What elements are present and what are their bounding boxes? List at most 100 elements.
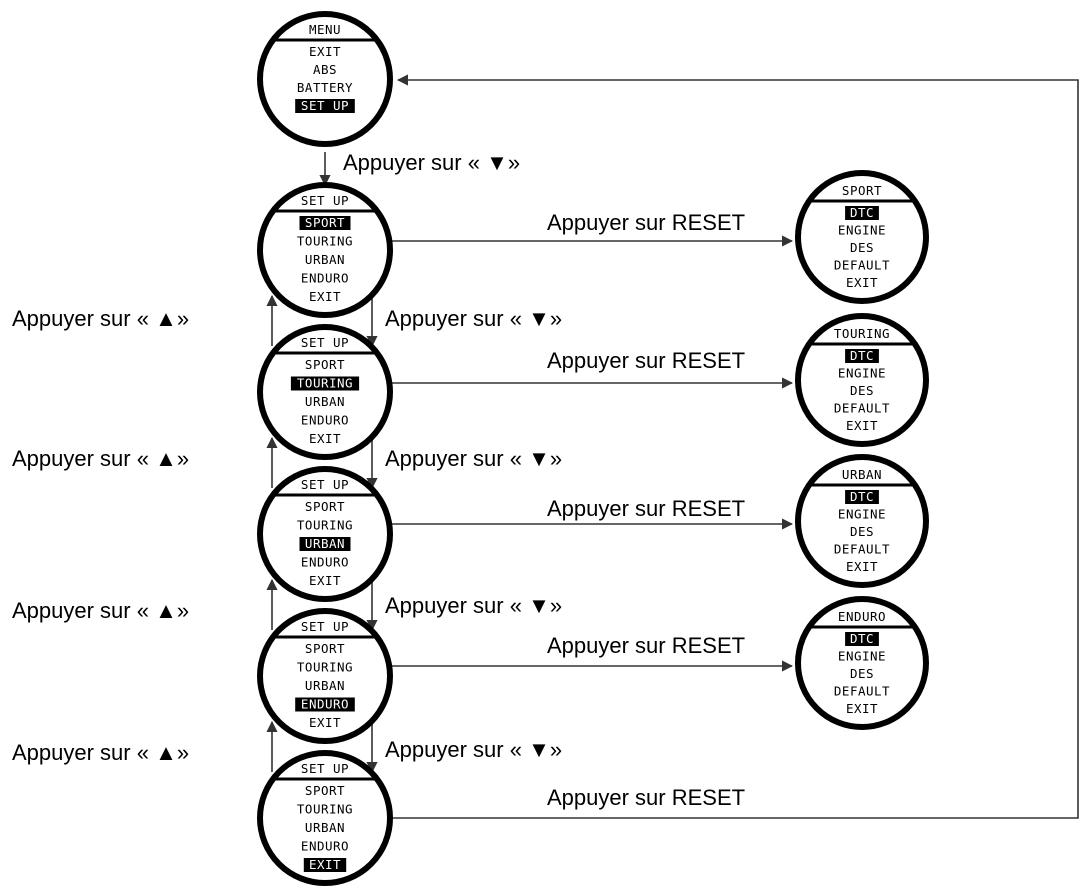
label-press-down-2: Appuyer sur « ▼» (385, 446, 562, 471)
lcd-screen-setup-sport-selected-selection-highlight (299, 216, 351, 230)
lcd-screen-setup-touring-selected-item-urban: URBAN (305, 394, 345, 409)
lcd-screen-setup-enduro-selected-bezel (257, 608, 393, 744)
lcd-screen-menu-selection-highlight (295, 99, 355, 113)
lcd-screen-setup-exit-selected-selection-highlight (303, 858, 347, 872)
lcd-screen-setup-enduro-selected-item-enduro: ENDURO (301, 697, 349, 712)
lcd-screen-setup-touring-selected-item-sport: SPORT (305, 357, 345, 372)
lcd-screen-mode-touring-item-des: DES (850, 383, 874, 398)
label-press-up-2: Appuyer sur « ▲» (12, 446, 189, 471)
flow-labels: Appuyer sur « ▼» Appuyer sur « ▼» Appuye… (12, 150, 745, 810)
lcd-screen-mode-urban-item-exit: EXIT (846, 559, 878, 574)
lcd-screen-mode-touring-item-exit: EXIT (846, 418, 878, 433)
label-press-up-1: Appuyer sur « ▲» (12, 306, 189, 331)
mode-screen-stack: SPORTDTCENGINEDESDEFAULTEXITTOURINGDTCEN… (795, 170, 929, 730)
label-press-reset-enduro: Appuyer sur RESET (547, 633, 745, 658)
lcd-screen-setup-urban-selected-item-enduro: ENDURO (301, 555, 349, 570)
lcd-screen-setup-touring-selected: SET UP SPORT TOURING URBAN ENDURO EXIT (257, 324, 393, 460)
lcd-screen-mode-urban-item-dtc: DTC (850, 489, 874, 504)
lcd-screen-mode-enduro-item-des: DES (850, 666, 874, 681)
lcd-screen-setup-urban-selected-selection-highlight (299, 537, 351, 551)
lcd-screen-mode-sport-item-des: DES (850, 240, 874, 255)
lcd-screen-setup-exit-selected-title: SET UP (301, 761, 349, 776)
lcd-screen-setup-urban-selected-item-touring: TOURING (297, 518, 353, 533)
label-press-reset-urban: Appuyer sur RESET (547, 496, 745, 521)
lcd-screen-mode-urban-item-default: DEFAULT (834, 542, 890, 557)
lcd-screen-mode-urban-item-engine: ENGINE (838, 507, 886, 522)
lcd-screen-mode-enduro-title: ENDURO (838, 609, 886, 624)
lcd-screen-setup-enduro-selected-selection-highlight (295, 697, 355, 712)
lcd-screen-mode-enduro-item-exit: EXIT (846, 701, 878, 716)
lcd-screen-setup-exit-selected-item-touring: TOURING (297, 802, 353, 817)
lcd-screen-mode-sport-bezel (795, 170, 929, 304)
lcd-screen-mode-enduro-item-engine: ENGINE (838, 649, 886, 664)
lcd-screen-setup-urban-selected-item-exit: EXIT (309, 573, 341, 588)
lcd-screen-mode-enduro-item-default: DEFAULT (834, 684, 890, 699)
connector-exit-return-to-menu (392, 74, 1079, 819)
lcd-screen-mode-enduro-item-dtc: DTC (850, 631, 874, 646)
lcd-screen-menu: MENU EXIT ABS BATTERY SET UP (257, 11, 393, 147)
lcd-screen-setup-urban-selected-bezel (257, 466, 393, 602)
lcd-screen-setup-touring-selected-bezel (257, 324, 393, 460)
lcd-screen-setup-touring-selected-item-exit: EXIT (309, 431, 341, 446)
lcd-screen-mode-sport-title: SPORT (842, 183, 882, 198)
lcd-screen-setup-touring-selected-selection-highlight (290, 376, 360, 391)
lcd-screen-setup-sport-selected-title: SET UP (301, 193, 349, 208)
lcd-screen-setup-urban-selected-item-urban: URBAN (305, 536, 345, 551)
lcd-screen-setup-sport-selected: SET UP SPORT TOURING URBAN ENDURO EXIT (257, 182, 393, 318)
label-press-down-4: Appuyer sur « ▼» (385, 737, 562, 762)
lcd-screen-mode-sport-item-exit: EXIT (846, 275, 878, 290)
lcd-screen-setup-sport-selected-item-exit: EXIT (309, 289, 341, 304)
lcd-screen-setup-enduro-selected-item-urban: URBAN (305, 678, 345, 693)
lcd-screen-setup-sport-selected-item-urban: URBAN (305, 252, 345, 267)
lcd-screen-mode-urban-selection-highlight (845, 490, 879, 504)
label-press-up-3: Appuyer sur « ▲» (12, 598, 189, 623)
lcd-screen-setup-urban-selected-item-sport: SPORT (305, 499, 345, 514)
lcd-screen-setup-urban-selected: SET UP SPORT TOURING URBAN ENDURO EXIT (257, 466, 393, 602)
lcd-screen-mode-enduro: ENDURO DTC ENGINE DES DEFAULT EXIT (795, 596, 929, 730)
lcd-screen-menu-title: MENU (309, 22, 341, 37)
label-press-up-4: Appuyer sur « ▲» (12, 740, 189, 765)
lcd-screen-mode-enduro-bezel (795, 596, 929, 730)
label-press-reset-exit: Appuyer sur RESET (547, 785, 745, 810)
lcd-screen-setup-enduro-selected-item-touring: TOURING (297, 660, 353, 675)
lcd-screen-mode-touring-bezel (795, 313, 929, 447)
lcd-screen-setup-enduro-selected-item-exit: EXIT (309, 715, 341, 730)
lcd-screen-setup-sport-selected-item-enduro: ENDURO (301, 271, 349, 286)
label-press-down-menu: Appuyer sur « ▼» (343, 150, 520, 175)
lcd-screen-setup-sport-selected-item-touring: TOURING (297, 234, 353, 249)
lcd-screen-setup-touring-selected-item-enduro: ENDURO (301, 413, 349, 428)
lcd-screen-setup-exit-selected-bezel (257, 750, 393, 886)
lcd-screen-mode-touring-item-engine: ENGINE (838, 366, 886, 381)
lcd-screen-menu-item-exit: EXIT (309, 44, 341, 59)
lcd-screen-menu-item-set-up: SET UP (301, 98, 349, 113)
lcd-screen-mode-sport-selection-highlight (845, 206, 879, 220)
lcd-screen-mode-touring-title: TOURING (834, 326, 890, 341)
lcd-screen-setup-exit-selected-item-exit: EXIT (309, 857, 341, 872)
lcd-screen-menu-item-abs: ABS (313, 62, 337, 77)
lcd-screen-setup-touring-selected-title: SET UP (301, 335, 349, 350)
lcd-screen-mode-sport-item-engine: ENGINE (838, 223, 886, 238)
lcd-screen-mode-sport-item-dtc: DTC (850, 205, 874, 220)
lcd-screen-setup-sport-selected-bezel (257, 182, 393, 318)
lcd-screen-mode-urban-title: URBAN (842, 467, 882, 482)
label-press-reset-touring: Appuyer sur RESET (547, 348, 745, 373)
lcd-screen-mode-urban-item-des: DES (850, 524, 874, 539)
label-press-reset-sport: Appuyer sur RESET (547, 210, 745, 235)
lcd-screen-mode-urban: URBAN DTC ENGINE DES DEFAULT EXIT (795, 454, 929, 588)
setup-screen-stack: SET UP SPORT TOURING URBAN ENDURO EXIT SET UP S… (257, 182, 393, 886)
lcd-screen-setup-touring-selected-item-touring: TOURING (297, 376, 353, 391)
lcd-screen-mode-touring-item-dtc: DTC (850, 348, 874, 363)
lcd-screen-setup-enduro-selected-title: SET UP (301, 619, 349, 634)
lcd-screen-setup-urban-selected-title: SET UP (301, 477, 349, 492)
connectors (266, 74, 1079, 819)
label-press-down-3: Appuyer sur « ▼» (385, 593, 562, 618)
lcd-screen-mode-sport-item-default: DEFAULT (834, 258, 890, 273)
lcd-screen-setup-sport-selected-item-sport: SPORT (305, 215, 345, 230)
lcd-screen-menu-item-battery: BATTERY (297, 80, 353, 95)
lcd-screen-mode-sport: SPORT DTC ENGINE DES DEFAULT EXIT (795, 170, 929, 304)
lcd-screen-mode-touring-selection-highlight (845, 349, 879, 363)
